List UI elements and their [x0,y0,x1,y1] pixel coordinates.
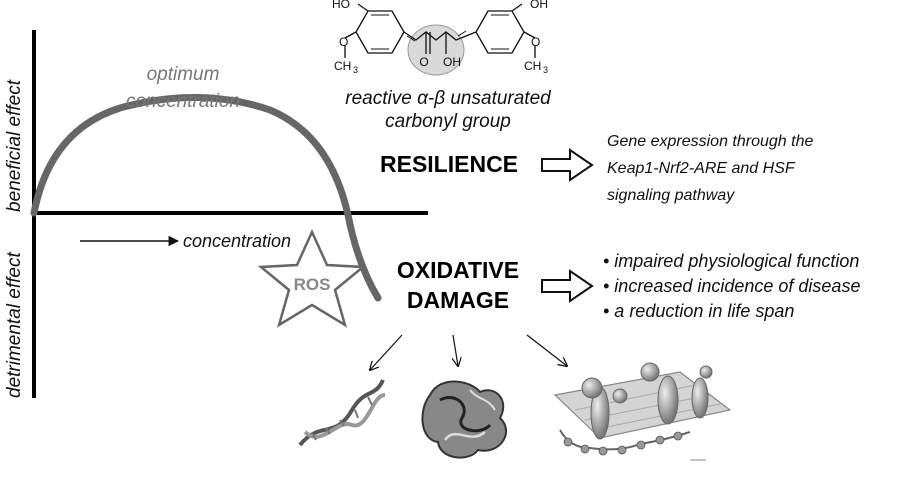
svg-text:CH: CH [524,59,541,73]
carbonyl-highlight [407,24,465,76]
svg-text:O: O [339,35,348,49]
oxidative-effect-2: • increased incidence of disease [603,276,860,296]
ros-star [257,228,367,328]
svg-text:3: 3 [353,65,358,75]
optimum-label-line1: optimum [147,64,220,85]
resilience-arrow [541,148,594,182]
arrow-to-membrane [526,334,567,366]
oxidative-arrow [541,269,594,303]
concentration-label: concentration [183,231,291,251]
resilience-title: RESILIENCE [380,151,518,177]
svg-text:CH: CH [334,59,351,73]
oxidative-title-line2: DAMAGE [407,287,509,313]
molecule-caption-line2: carbonyl group [385,111,511,132]
svg-text:OH: OH [530,0,548,11]
ros-label: ROS [294,275,331,294]
svg-text:HO: HO [332,0,350,11]
resilience-effect-line1: Gene expression through the [607,133,813,150]
resilience-effect-line2: Keap1-Nrf2-ARE and HSF [607,160,796,177]
membrane-illustration [553,362,732,461]
y-axis-lower-label: detrimental effect [4,252,25,398]
molecule-caption-line1: reactive α-β unsaturated [345,88,552,109]
oxidative-title-line1: OXIDATIVE [397,257,519,283]
svg-text:O: O [419,55,428,69]
curcumin-structure: HO OH O O CH 3 CH 3 O OH [332,0,548,76]
oxidative-effect-1: • impaired physiological function [603,251,859,271]
svg-text:3: 3 [543,65,548,75]
optimum-label-line2: concentration [126,91,240,112]
protein-illustration [421,380,507,459]
svg-text:OH: OH [443,55,461,69]
svg-text:O: O [531,35,540,49]
oxidative-effect-3: • a reduction in life span [603,301,794,321]
y-axis-upper-label: beneficial effect [4,79,25,212]
dna-illustration [298,379,386,447]
arrow-to-dna [370,334,403,370]
arrow-to-protein [453,334,458,366]
dose-response-curve [30,93,382,302]
resilience-effect-line3: signaling pathway [607,187,735,204]
